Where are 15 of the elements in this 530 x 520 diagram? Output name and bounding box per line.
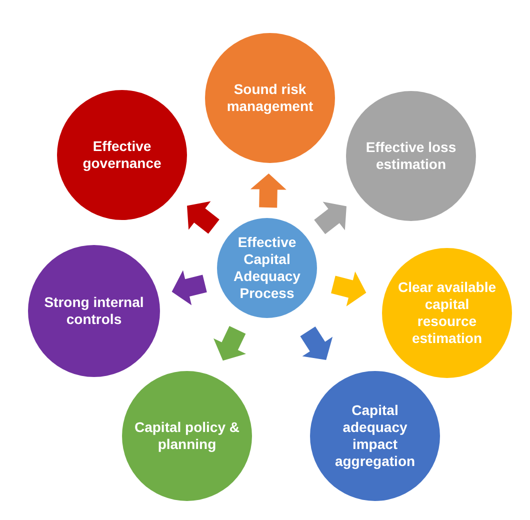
block-arrow [214,326,246,361]
circle-label: Effective Capital Adequacy Process [232,234,302,302]
circle-label: Clear available capital resource estimation [397,279,497,347]
block-arrow [331,272,366,306]
circle-label: Sound risk management [226,81,314,115]
circle-label: Effective governance [82,138,162,172]
block-arrow [300,326,333,360]
circle-label: Strong internal controls [44,294,144,328]
block-arrow [250,174,286,208]
block-arrow [172,270,207,306]
circle-label: Effective loss estimation [364,139,458,173]
block-arrow [314,202,346,234]
circle-label: Capital adequacy impact aggregation [334,402,416,470]
block-arrow [187,201,220,234]
circle-label: Capital policy & planning [133,419,241,453]
